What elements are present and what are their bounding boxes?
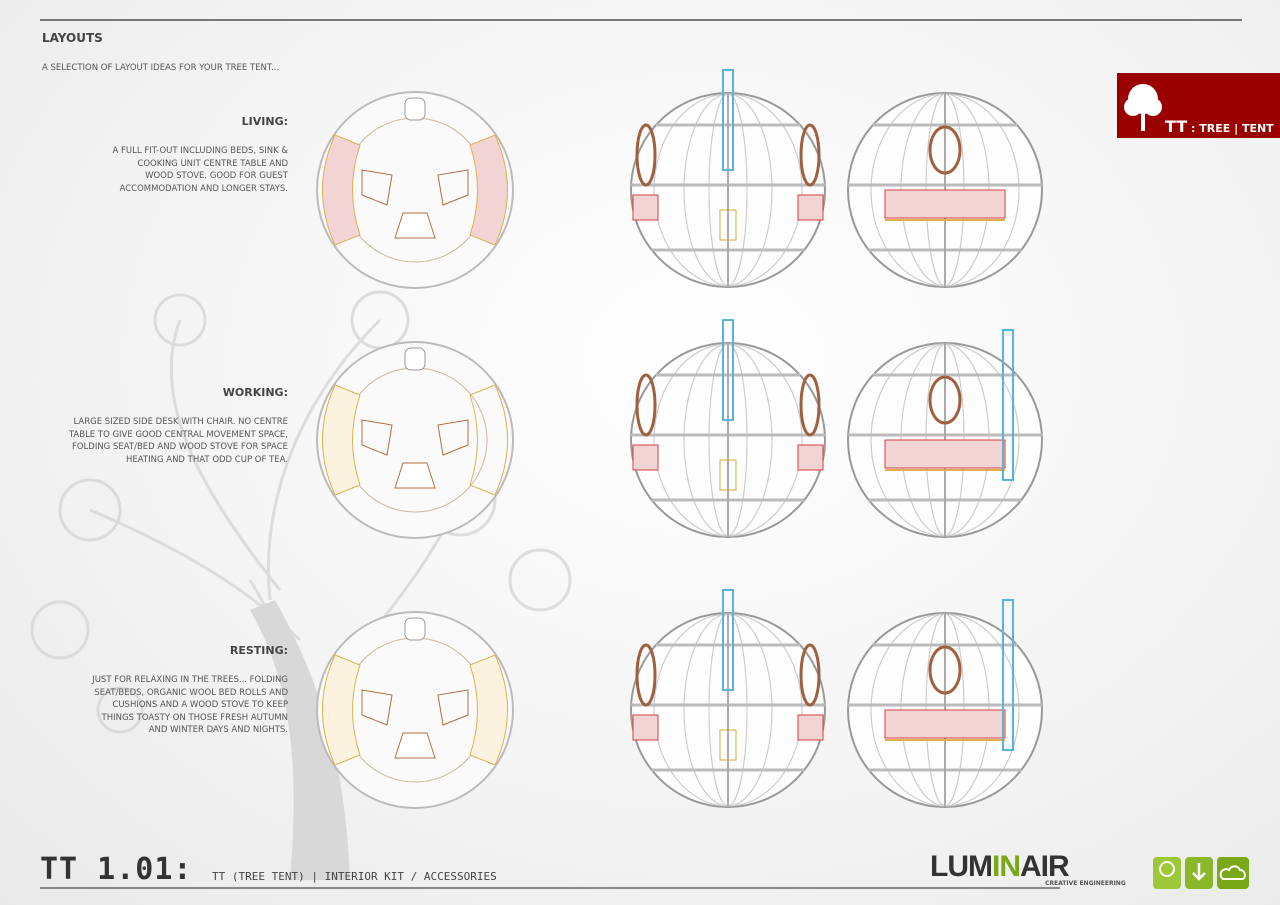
text-line: COOKING UNIT CENTRE TABLE AND [137, 158, 288, 169]
badge-text: : TREE | TENT [1191, 122, 1274, 135]
section-body-working: LARGE SIZED SIDE DESK WITH CHAIR. NO CEN… [8, 416, 288, 466]
cloud-icon [1217, 857, 1249, 889]
logo-icons [1153, 857, 1249, 889]
tree-icon [1124, 84, 1162, 131]
document-code: TT 1.01: [40, 852, 193, 887]
section-title-resting: RESTING: [229, 644, 288, 657]
badge-tt: TT [1165, 117, 1188, 136]
section-body-living: A FULL FIT-OUT INCLUDING BEDS, SINK & CO… [8, 145, 288, 195]
section-title-working: WORKING: [222, 386, 288, 399]
text-line: HEATING AND THAT ODD CUP OF TEA. [126, 454, 288, 465]
section-view-living-2 [847, 92, 1043, 288]
logo-tagline: CREATIVE ENGINEERING [1045, 880, 1126, 887]
section-view-resting-2 [847, 599, 1043, 808]
text-line: THINGS TOASTY ON THOSE FRESH AUTUMN [101, 712, 288, 723]
bulb-icon [1153, 857, 1181, 889]
text-line: LARGE SIZED SIDE DESK WITH CHAIR. NO CEN… [73, 417, 289, 427]
text-line: CUSHIONS AND A WOOD STOVE TO KEEP [112, 700, 288, 710]
section-view-working-2 [847, 329, 1043, 538]
section-title-living: LIVING: [241, 115, 288, 128]
logo-part: LUM [930, 850, 993, 883]
page-subtitle: A SELECTION OF LAYOUT IDEAS FOR YOUR TRE… [42, 63, 280, 73]
plan-view-living [316, 91, 514, 289]
header-divider [40, 19, 1242, 21]
page-title: LAYOUTS [42, 31, 103, 45]
text-line: TABLE TO GIVE GOOD CENTRAL MOVEMENT SPAC… [68, 429, 288, 440]
text-line: JUST FOR RELAXING IN THE TREES... FOLDIN… [92, 675, 288, 685]
text-line: WOOD STOVE. GOOD FOR GUEST [145, 171, 288, 181]
logo-part: IN [991, 850, 1021, 883]
luminair-logo: LUMINAIR [930, 850, 1070, 884]
download-icon [1185, 857, 1213, 889]
plan-view-working [316, 341, 514, 539]
text-line: FOLDING SEAT/BED AND WOOD STOVE FOR SPAC… [71, 442, 288, 452]
tree-tent-badge: TT : TREE | TENT [1117, 73, 1280, 138]
text-line: A FULL FIT-OUT INCLUDING BEDS, SINK & [112, 146, 288, 156]
section-view-living-1 [630, 69, 826, 288]
plan-view-resting [316, 611, 514, 809]
section-view-working-1 [630, 319, 826, 538]
footer-divider [40, 887, 1060, 889]
document-subtitle: TT (TREE TENT) | INTERIOR KIT / ACCESSOR… [212, 870, 497, 883]
text-line: AND WINTER DAYS AND NIGHTS. [148, 725, 288, 735]
text-line: ACCOMMODATION AND LONGER STAYS. [119, 183, 288, 194]
text-line: SEAT/BEDS, ORGANIC WOOL BED ROLLS AND [94, 687, 288, 698]
section-view-resting-1 [630, 589, 826, 808]
logo-part: AIR [1019, 850, 1070, 883]
section-body-resting: JUST FOR RELAXING IN THE TREES... FOLDIN… [8, 674, 288, 737]
